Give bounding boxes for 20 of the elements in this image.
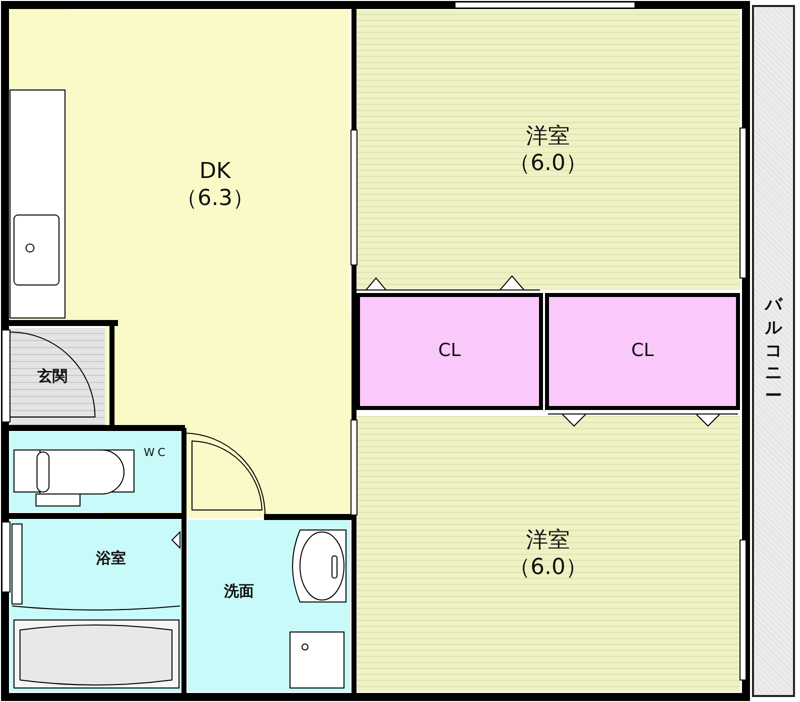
room-area bbox=[356, 10, 740, 290]
room-area bbox=[68, 10, 350, 320]
room-name: 玄関 bbox=[38, 367, 68, 386]
room-name: バルコニー bbox=[764, 294, 783, 408]
room-name: 洗面 bbox=[224, 582, 254, 600]
room-area bbox=[10, 328, 105, 425]
room-name: CL bbox=[438, 340, 461, 363]
closet-area bbox=[545, 293, 740, 410]
room-size: （6.0） bbox=[508, 150, 588, 178]
room-name: 洋室 bbox=[526, 122, 570, 150]
room-area bbox=[356, 416, 740, 692]
balcony-area bbox=[752, 5, 795, 697]
closet-area bbox=[356, 293, 543, 410]
room-size: （6.0） bbox=[508, 554, 588, 582]
room-size: （6.3） bbox=[176, 185, 254, 212]
room-name: 浴室 bbox=[96, 549, 126, 568]
room-name: DK bbox=[199, 158, 231, 185]
room-name: 洋室 bbox=[526, 526, 570, 554]
room-name: WC bbox=[144, 446, 168, 460]
room-name: CL bbox=[631, 340, 654, 363]
